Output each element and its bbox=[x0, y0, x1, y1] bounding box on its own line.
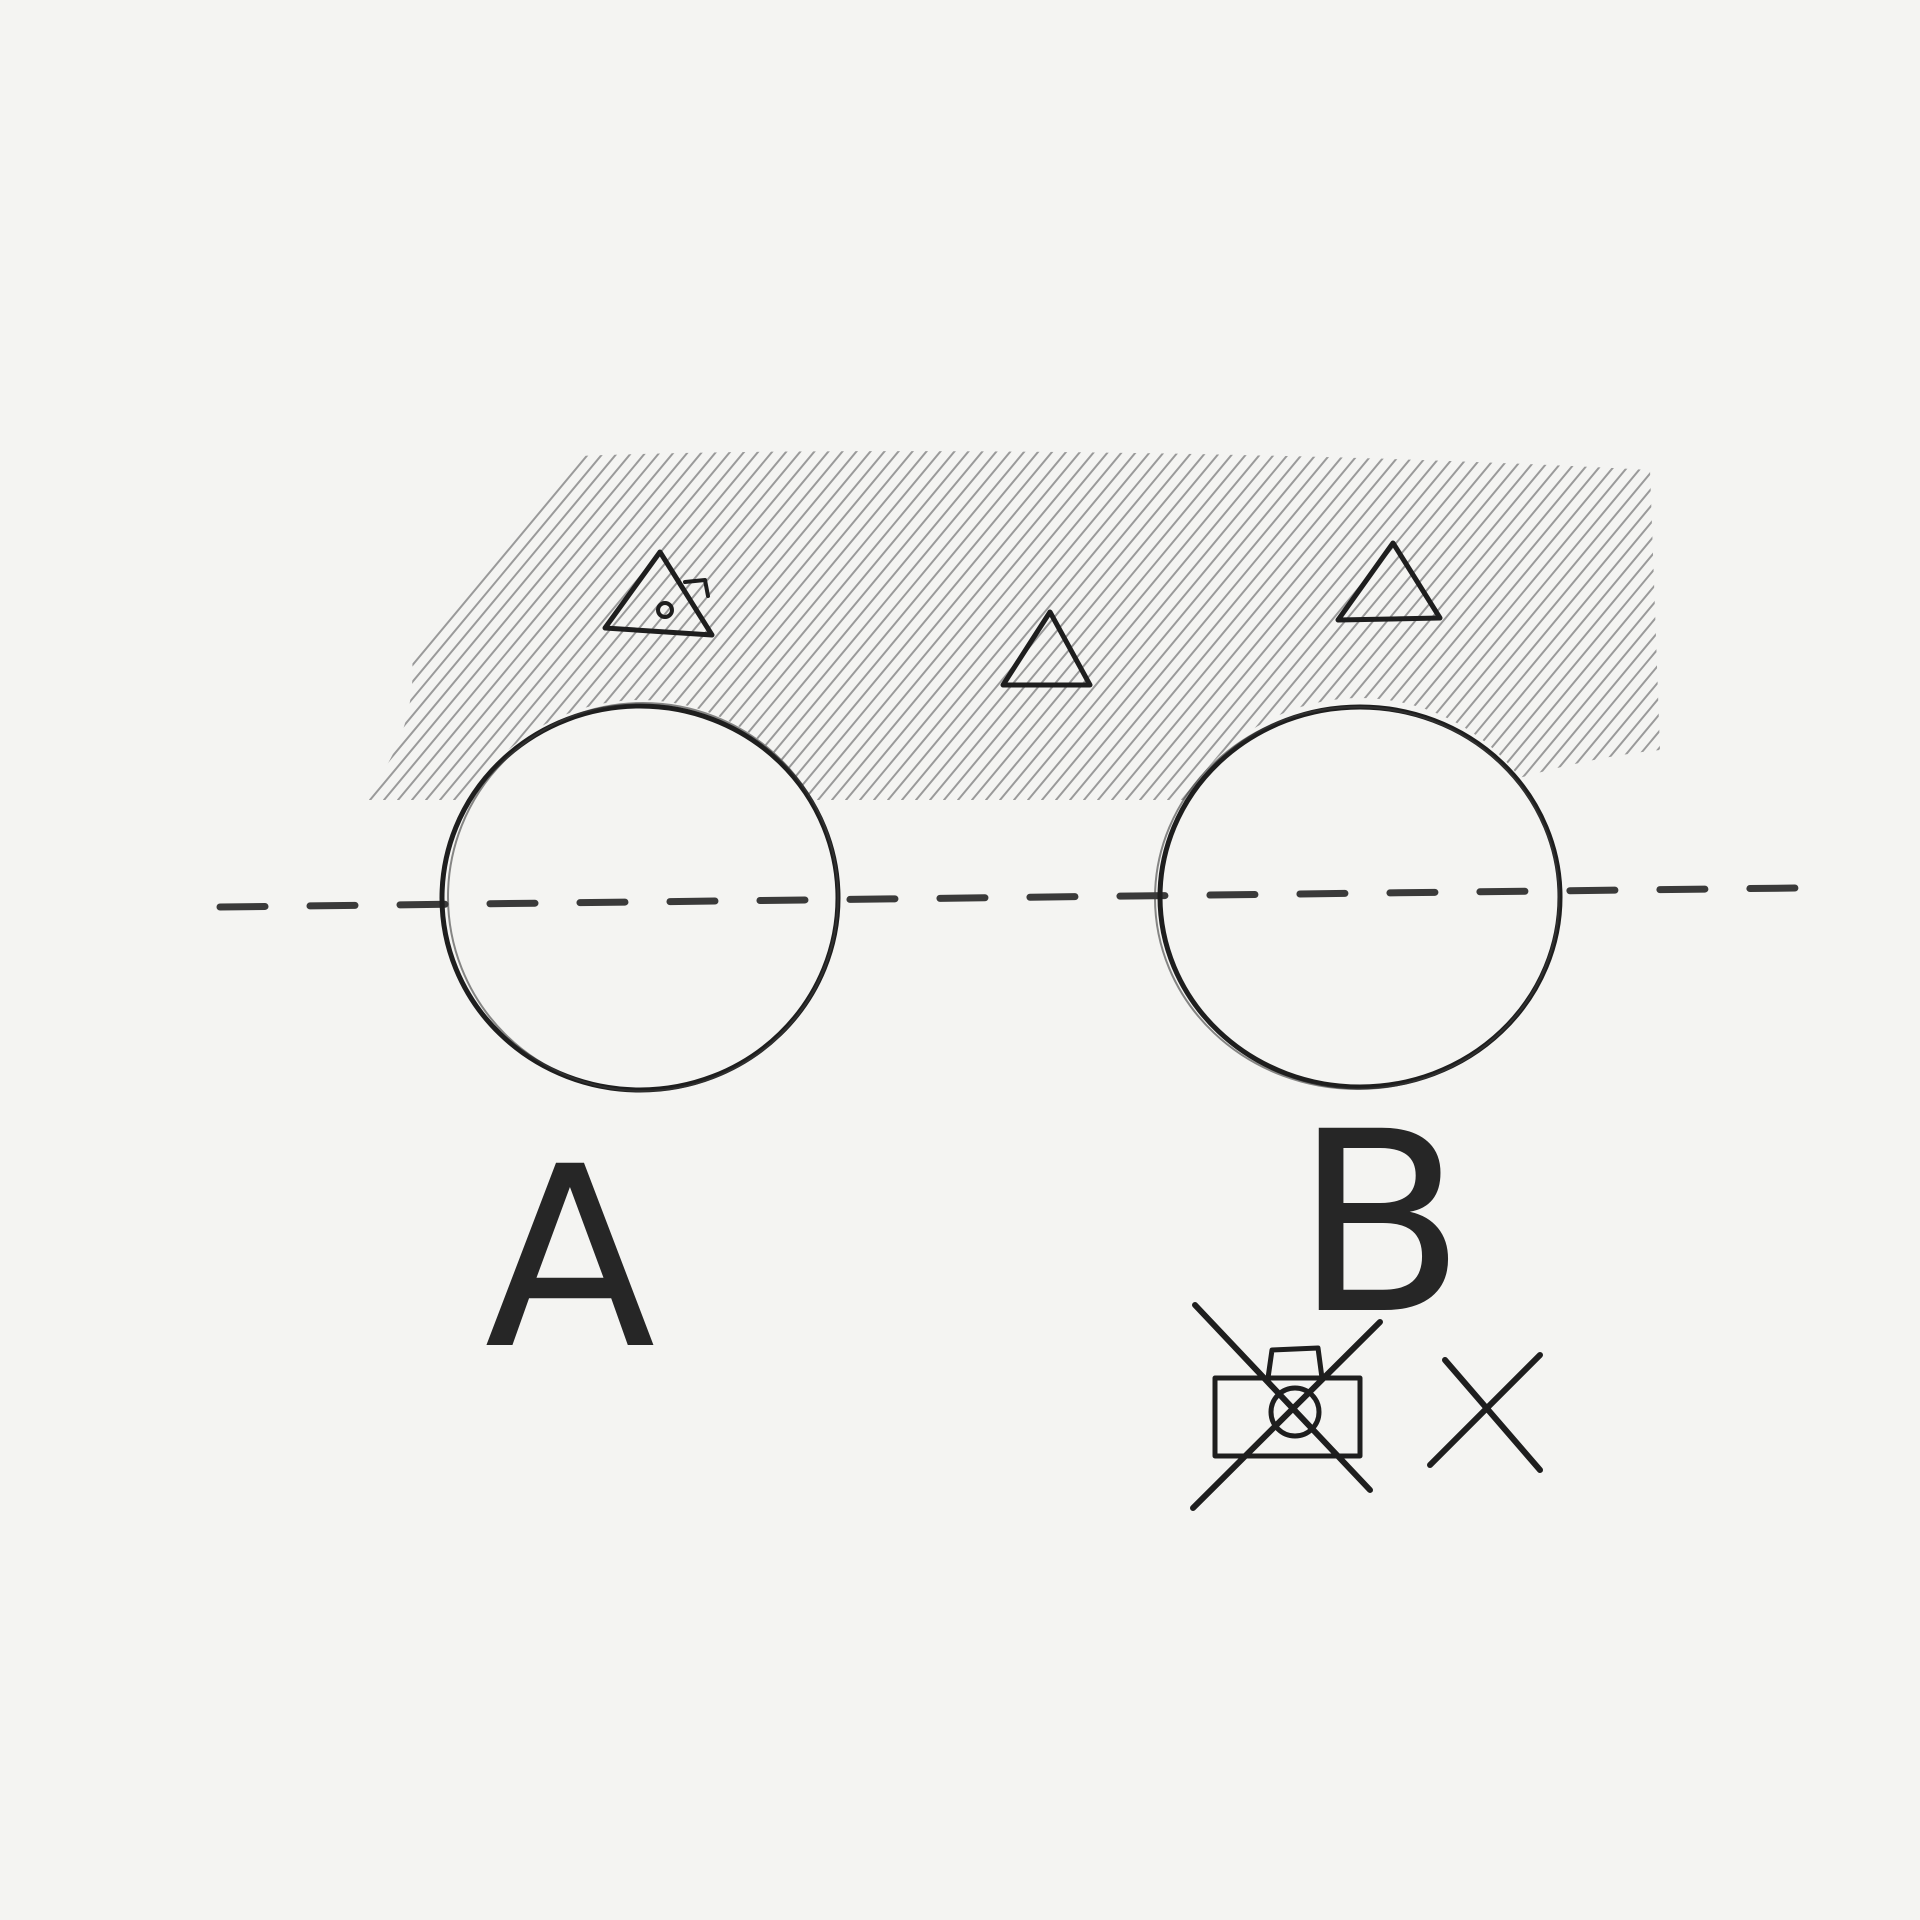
hatch-stroke bbox=[1447, 451, 1660, 800]
crossed-camera bbox=[1190, 1302, 1383, 1511]
label-circle-a: A bbox=[484, 1113, 655, 1404]
hatch-stroke bbox=[1055, 451, 1357, 800]
hatch-stroke bbox=[467, 451, 769, 800]
hatch-stroke bbox=[929, 451, 1231, 800]
cross-mark-icon bbox=[1190, 1302, 1383, 1511]
hatch-stroke bbox=[1097, 451, 1399, 800]
hatch-stroke bbox=[775, 451, 1077, 800]
hatch-stroke bbox=[1041, 451, 1343, 800]
hatch-stroke bbox=[1517, 451, 1660, 800]
hatch-stroke bbox=[1153, 451, 1455, 800]
hatch-stroke bbox=[733, 451, 1035, 800]
hatch-stroke bbox=[1531, 451, 1660, 800]
hatch-stroke bbox=[1027, 451, 1329, 800]
triangle-icon bbox=[1000, 609, 1093, 688]
hatch-stroke bbox=[957, 451, 1259, 800]
hatch-stroke bbox=[747, 451, 1049, 800]
hatch-stroke bbox=[803, 451, 1105, 800]
hatch-stroke bbox=[1559, 451, 1660, 800]
hatch-stroke bbox=[425, 451, 727, 800]
hatch-stroke bbox=[845, 451, 1147, 800]
hatch-stroke bbox=[360, 451, 657, 800]
hatch-stroke bbox=[1069, 451, 1371, 800]
hatch-stroke bbox=[1139, 451, 1441, 800]
hatch-stroke bbox=[915, 451, 1217, 800]
hatch-stroke bbox=[1489, 451, 1660, 800]
hatch-stroke bbox=[943, 451, 1245, 800]
hatch-stroke bbox=[369, 451, 671, 800]
camera-icon bbox=[1212, 1345, 1363, 1459]
hatch-stroke bbox=[1503, 451, 1660, 800]
hatch-stroke bbox=[453, 451, 755, 800]
hatch-stroke bbox=[1601, 451, 1660, 800]
hatch-stroke bbox=[1475, 451, 1660, 800]
hatch-stroke bbox=[1111, 451, 1413, 800]
hatch-stroke bbox=[859, 451, 1161, 800]
hatch-stroke bbox=[1433, 451, 1660, 800]
x-mark-icon bbox=[1427, 1352, 1543, 1473]
hatch-stroke bbox=[887, 451, 1189, 800]
hatch-stroke bbox=[719, 451, 1021, 800]
hatch-stroke bbox=[1545, 451, 1660, 800]
hatch-stroke bbox=[971, 451, 1273, 800]
hatch-stroke bbox=[360, 451, 601, 800]
hatch-stroke bbox=[831, 451, 1133, 800]
hatch-stroke bbox=[873, 451, 1175, 800]
hatch-stroke bbox=[999, 451, 1301, 800]
triangle-icon bbox=[602, 549, 715, 638]
hatch-stroke bbox=[383, 451, 685, 800]
hatch-stroke bbox=[1167, 451, 1469, 800]
hatch-stroke bbox=[789, 451, 1091, 800]
hatch-stroke bbox=[1013, 451, 1315, 800]
circle-a-fill bbox=[442, 700, 838, 1096]
small-camera-icon bbox=[656, 578, 710, 619]
hatch-stroke bbox=[1573, 451, 1660, 800]
circle-b bbox=[1154, 704, 1563, 1090]
hatch-stroke bbox=[817, 451, 1119, 800]
hatch-stroke bbox=[1181, 451, 1483, 800]
hatch-stroke bbox=[1587, 451, 1660, 800]
triangle-icon bbox=[1335, 540, 1443, 623]
hatch-stroke bbox=[985, 451, 1287, 800]
hatch-stroke bbox=[1125, 451, 1427, 800]
hatch-stroke bbox=[397, 451, 699, 800]
hatch-stroke bbox=[1461, 451, 1660, 800]
circle-b-fill bbox=[1160, 698, 1560, 1098]
hatch-stroke bbox=[1083, 451, 1385, 800]
hatch-stroke bbox=[411, 451, 713, 800]
hatch-stroke bbox=[761, 451, 1063, 800]
circle-a bbox=[439, 702, 841, 1093]
hatch-stroke bbox=[439, 451, 741, 800]
